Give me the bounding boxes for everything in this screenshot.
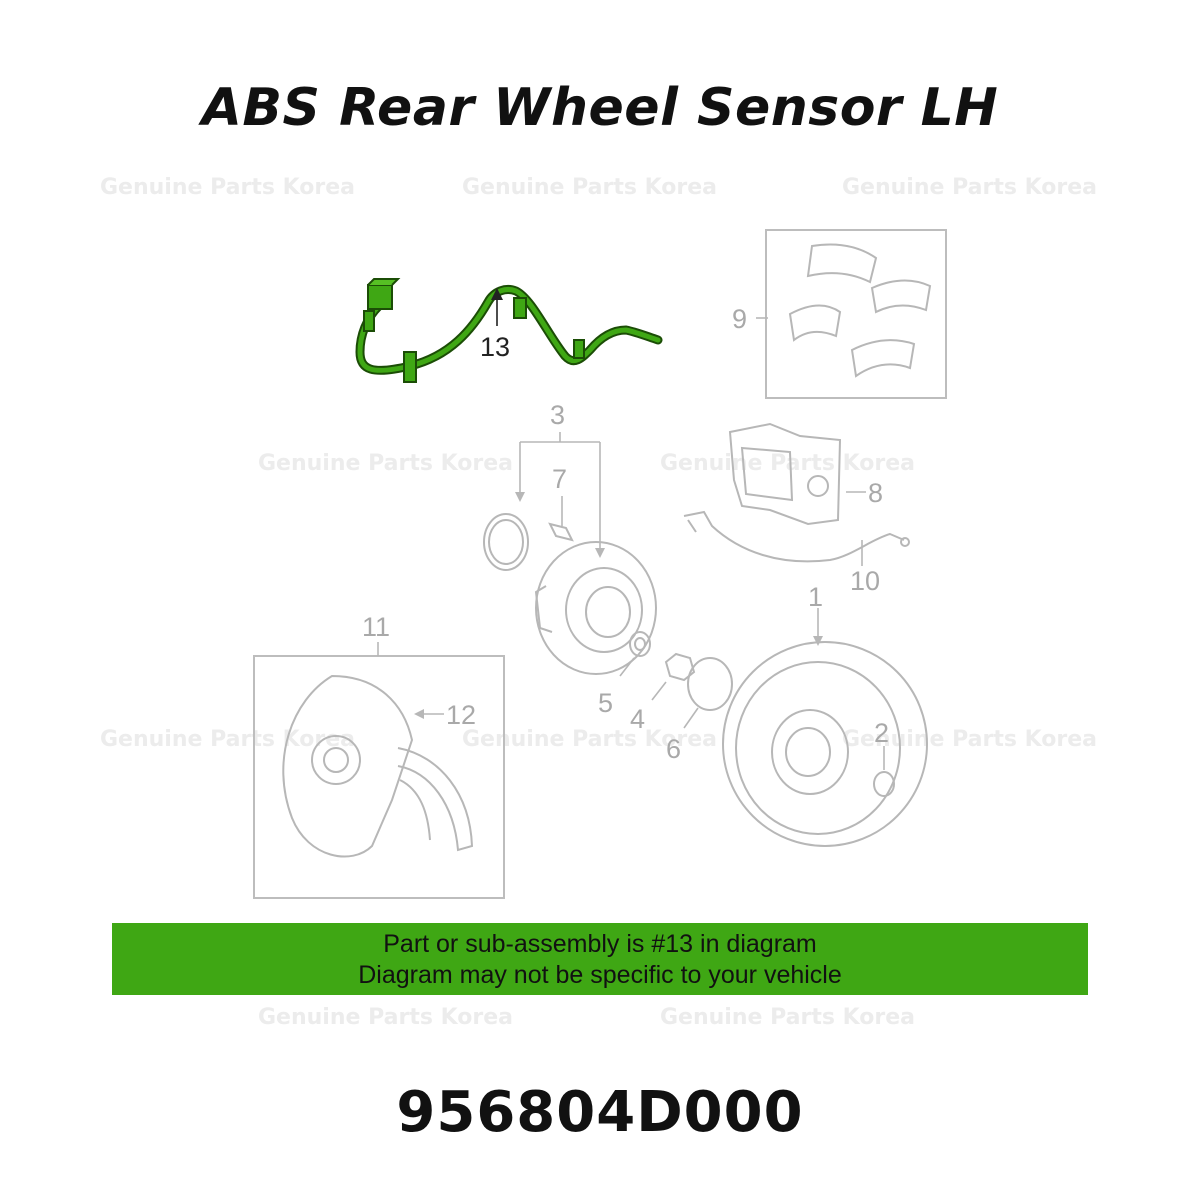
watermark: Genuine Parts Korea [660,451,915,476]
callout-6: 6 [666,734,681,764]
abs-sensor-part-13[interactable] [355,278,663,383]
callout-11: 11 [362,612,390,642]
disc-screw-part-2 [873,771,895,797]
callout-10: 10 [850,566,880,596]
callout-5: 5 [598,688,613,718]
part-number: 956804D000 [396,1080,804,1145]
callout-1: 1 [808,582,823,612]
hub-bearing-part-3 [534,541,657,675]
banner-line-2: Diagram may not be specific to your vehi… [358,961,842,989]
hub-nut-part-4 [664,652,696,682]
watermark: Genuine Parts Korea [842,175,1097,200]
hub-cap-part-6 [687,657,733,711]
callout-13: 13 [480,332,510,362]
backing-plate-box [253,655,505,899]
callout-2: 2 [874,718,889,748]
watermark: Genuine Parts Korea [258,451,513,476]
watermark: Genuine Parts Korea [258,1005,513,1030]
watermark: Genuine Parts Korea [660,1005,915,1030]
brake-disc-part-1 [722,641,928,847]
callout-9: 9 [732,304,747,334]
banner-line-1: Part or sub-assembly is #13 in diagram [383,930,817,958]
watermark-group: Genuine Parts Korea Genuine Parts Korea … [100,175,1097,1030]
brake-pads-part-9 [788,243,932,378]
brake-hose-part-10 [683,510,910,563]
backing-plate-part-12 [282,674,474,858]
callout-7: 7 [552,464,567,494]
diagram-notice-banner: Part or sub-assembly is #13 in diagram D… [112,923,1088,995]
washer-part-5 [629,631,651,657]
diagram-title: ABS Rear Wheel Sensor LH [201,78,999,138]
callout-3: 3 [550,400,565,430]
callout-8: 8 [868,478,883,508]
callout-12: 12 [446,700,476,730]
brake-pad-box [765,229,947,399]
abs-ring-part [483,513,529,571]
callout-4: 4 [630,704,645,734]
watermark: Genuine Parts Korea [462,175,717,200]
hub-bolt-part-7 [548,522,574,542]
brake-caliper-part-8 [728,422,842,526]
watermark: Genuine Parts Korea [100,727,355,752]
watermark: Genuine Parts Korea [100,175,355,200]
